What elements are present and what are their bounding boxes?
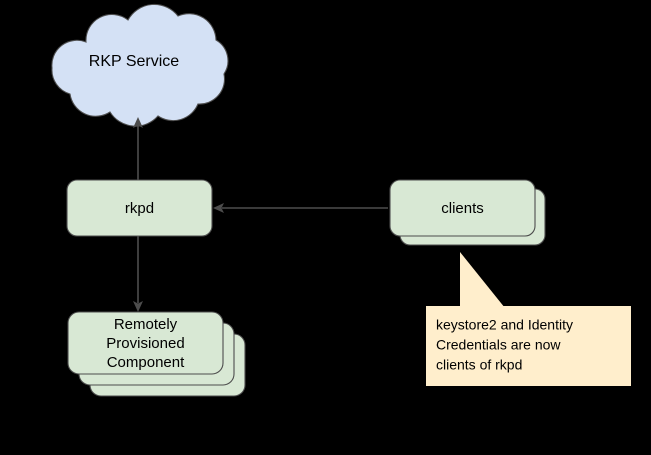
- callout-pointer: [460, 252, 505, 308]
- node-rpc-label-line2: Provisioned: [106, 335, 184, 352]
- callout-note-line1: keystore2 and Identity: [436, 317, 573, 333]
- node-clients-label: clients: [441, 200, 484, 217]
- edge-rkpd-to-rpc-arrowhead: [133, 301, 143, 312]
- node-rkp-service[interactable]: RKP Service: [51, 3, 229, 127]
- rpc-box-front: [67, 311, 224, 375]
- rkpd-box: [66, 179, 213, 237]
- edge-rkpd-to-rkp-service-arrowhead: [133, 117, 143, 128]
- edge-clients-to-rkpd-arrowhead: [213, 203, 224, 213]
- node-rpc-label-line1: Remotely: [114, 316, 178, 333]
- edge-rkpd-to-rkp-service[interactable]: [133, 117, 143, 180]
- node-rpc-label-line3: Component: [107, 354, 185, 371]
- node-rkpd-label: rkpd: [125, 200, 154, 217]
- callout-body: [426, 306, 631, 386]
- callout-note-line2: Credentials are now: [436, 337, 561, 353]
- node-rkp-service-label: RKP Service: [89, 53, 180, 70]
- clients-box-front: [389, 179, 536, 237]
- edge-clients-to-rkpd[interactable]: [213, 203, 388, 213]
- callout-note[interactable]: keystore2 and Identity Credentials are n…: [426, 252, 631, 386]
- cloud-shape: [51, 3, 229, 127]
- node-rkpd[interactable]: rkpd: [66, 179, 213, 237]
- node-remotely-provisioned-component[interactable]: Remotely Provisioned Component: [67, 311, 246, 397]
- callout-note-line3: clients of rkpd: [436, 357, 522, 373]
- edge-rkpd-to-remotely-provisioned-component[interactable]: [133, 236, 143, 312]
- node-clients[interactable]: clients: [389, 179, 546, 246]
